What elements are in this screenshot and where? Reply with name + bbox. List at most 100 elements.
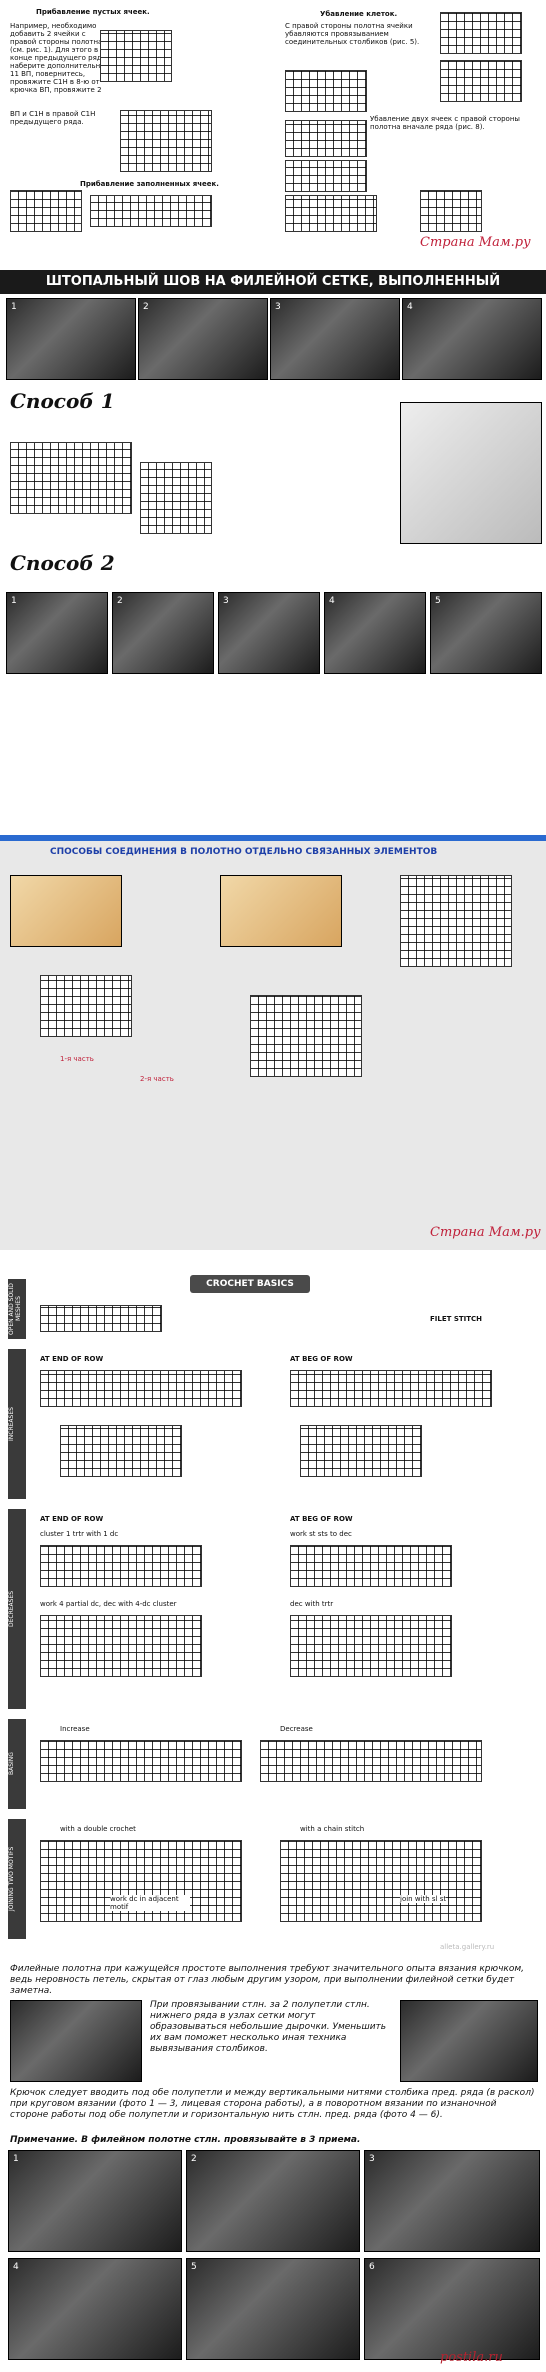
- darning-banner: ШТОПАЛЬНЫЙ ШОВ НА ФИЛЕЙНОЙ СЕТКЕ, ВЫПОЛН…: [0, 270, 546, 313]
- text-right-2: Убавление двух ячеек с правой стороны по…: [370, 115, 520, 131]
- chart-fig-4: [90, 195, 212, 227]
- filet-step-photo-1: 1: [8, 2150, 182, 2252]
- section-filet-text: Филейные полотна при кажущейся простоте …: [0, 1960, 546, 2372]
- watermark-strana-mam-2: Страна Мам.ру: [430, 1225, 541, 1240]
- watermark-alleta: alleta.gallery.ru: [440, 1943, 495, 1951]
- filet-note: Примечание. В филейном полотне стлн. про…: [10, 2135, 361, 2145]
- heading-add-empty: Прибавление пустых ячеек.: [36, 8, 150, 16]
- photo-strip-2-5: 5: [430, 592, 542, 674]
- darning-chart-medium: [140, 462, 212, 534]
- section-add-remove-cells: Прибавление пустых ячеек. Например, необ…: [0, 0, 546, 262]
- photo-strip-1-3: 3: [270, 298, 400, 380]
- darning-sample-square: [400, 402, 542, 544]
- heading-add-filled: Прибавление заполненных ячеек.: [80, 180, 219, 188]
- at-end-label: AT END OF ROW: [40, 1355, 104, 1363]
- joining-motif-chart-2: [280, 1840, 482, 1922]
- joining-chart-3: [400, 875, 512, 967]
- chart-fig-5: [440, 12, 522, 54]
- decrease-label: Decrease: [280, 1725, 313, 1733]
- at-beg-label: AT BEG OF ROW: [290, 1355, 353, 1363]
- filet-photo-top: [10, 2000, 142, 2082]
- part-label-2: 2-я часть: [140, 1075, 174, 1083]
- chart-fig-6: [440, 60, 522, 102]
- work-partial-label: work 4 partial dc, dec with 4-dc cluster: [40, 1600, 177, 1608]
- crochet-basics-header: CROCHET BASICS: [190, 1275, 310, 1293]
- joining-photo-center: [220, 875, 342, 947]
- photo-strip-2-4: 4: [324, 592, 426, 674]
- dec-trtr-label: dec with trtr: [290, 1600, 334, 1608]
- filet-stitch-label: FILET STITCH: [430, 1315, 483, 1323]
- filet-step-photo-4: 4: [8, 2258, 182, 2360]
- photo-strip-2-2: 2: [112, 592, 214, 674]
- method-1-label: Способ 1: [10, 389, 115, 413]
- side-label-joining: JOINING TWO MOTIFS: [8, 1819, 26, 1939]
- filet-para-1: Филейные полотна при кажущейся простоте …: [10, 1964, 524, 1996]
- photo-num: 1: [11, 596, 17, 606]
- text-right-1: С правой стороны полотна ячейки убавляют…: [285, 22, 420, 46]
- joining-chart-2: [250, 995, 362, 1077]
- chart-fig-1: [100, 30, 172, 82]
- increase-chart-2: [290, 1370, 492, 1407]
- method-2-label: Способ 2: [10, 551, 115, 575]
- photo-num: 3: [223, 596, 229, 606]
- top-stripe: [0, 835, 546, 841]
- photo-num: 4: [329, 596, 335, 606]
- section-crochet-basics: CROCHET BASICS OPEN AND SOLID MESHES INC…: [0, 1255, 546, 1955]
- text-left-2: ВП и С1Н в правой С1Н предыдущего ряда.: [10, 110, 96, 126]
- photo-num: 5: [191, 2262, 197, 2272]
- decrease-chart-3: [40, 1615, 202, 1677]
- side-label-decreases: DECREASES: [8, 1509, 26, 1709]
- side-label-basing: BASING: [8, 1719, 26, 1809]
- side-label-increases: INCREASES: [8, 1349, 26, 1499]
- joining-title: СПОСОБЫ СОЕДИНЕНИЯ В ПОЛОТНО ОТДЕЛЬНО СВ…: [50, 847, 438, 857]
- filet-step-photo-5: 5: [186, 2258, 360, 2360]
- increase-chart-3: [60, 1425, 182, 1477]
- photo-strip-2-1: 1: [6, 592, 108, 674]
- photo-num: 4: [407, 302, 413, 312]
- photo-num: 1: [11, 302, 17, 312]
- photo-strip-1-4: 4: [402, 298, 542, 380]
- filet-para-2: При провязывании стлн. за 2 полупетли ст…: [150, 2000, 387, 2054]
- double-crochet-label: with a double crochet: [60, 1825, 136, 1833]
- photo-strip-1-2: 2: [138, 298, 268, 380]
- basing-chart-1: [40, 1740, 242, 1782]
- photo-num: 6: [369, 2262, 375, 2272]
- filet-step-photo-3: 3: [364, 2150, 540, 2252]
- filet-step-photo-6: 6: [364, 2258, 540, 2360]
- photo-num: 3: [275, 302, 281, 312]
- chart-fig-9: [285, 160, 367, 192]
- basing-chart-2: [260, 1740, 482, 1782]
- watermark-postila: postila.ru: [440, 2350, 503, 2365]
- heading-dec: Убавление клеток.: [320, 10, 398, 18]
- increase-label: Increase: [60, 1725, 90, 1733]
- decrease-chart-2: [290, 1545, 452, 1587]
- photo-num: 2: [191, 2154, 197, 2164]
- at-beg-label-2: AT BEG OF ROW: [290, 1515, 353, 1523]
- photo-num: 3: [369, 2154, 375, 2164]
- increase-chart-1: [40, 1370, 242, 1407]
- filet-photo-top-right: [400, 2000, 538, 2082]
- photo-strip-1-1: 1: [6, 298, 136, 380]
- photo-num: 1: [13, 2154, 19, 2164]
- chart-fig-8: [285, 120, 367, 157]
- joining-chart-1: [40, 975, 132, 1037]
- chart-fig-10: [285, 195, 377, 232]
- filet-step-photo-2: 2: [186, 2150, 360, 2252]
- darning-chart-small: [10, 442, 132, 514]
- join-sl-label: join with sl st: [400, 1895, 447, 1903]
- photo-num: 2: [143, 302, 149, 312]
- chart-fig-2: [120, 110, 212, 172]
- chart-fig-11: [420, 190, 482, 232]
- photo-num: 5: [435, 596, 441, 606]
- at-end-label-2: AT END OF ROW: [40, 1515, 104, 1523]
- side-label-meshes: OPEN AND SOLID MESHES: [8, 1279, 26, 1339]
- mesh-chart: [40, 1305, 162, 1332]
- photo-strip-2-3: 3: [218, 592, 320, 674]
- section-joining-pieces: СПОСОБЫ СОЕДИНЕНИЯ В ПОЛОТНО ОТДЕЛЬНО СВ…: [0, 835, 546, 1250]
- photo-num: 4: [13, 2262, 19, 2272]
- work-sts-label: work st sts to dec: [290, 1530, 352, 1538]
- chain-stitch-label: with a chain stitch: [300, 1825, 365, 1833]
- joining-photo-left: [10, 875, 122, 947]
- chart-fig-7: [285, 70, 367, 112]
